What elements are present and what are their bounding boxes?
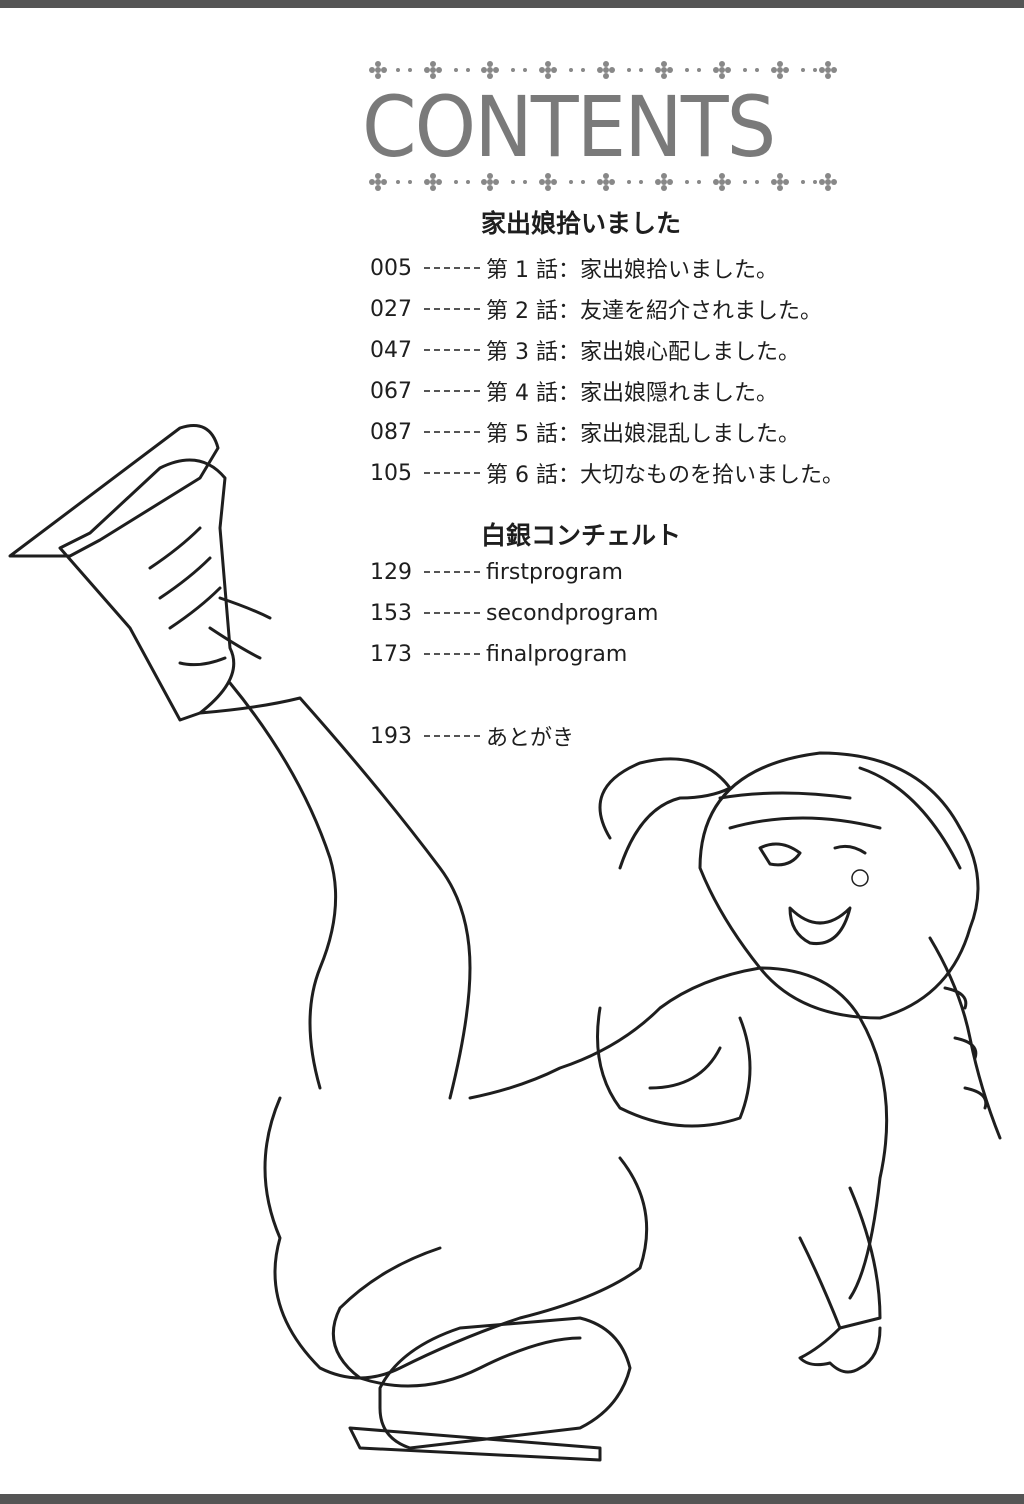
toc-entry-title: firstprogram	[486, 559, 623, 585]
toc-entry[interactable]: 005 第 1 話：家出娘拾いました。	[370, 252, 778, 284]
section-heading-1: 家出娘拾いました	[481, 209, 682, 238]
section-heading-2: 白銀コンチェルト	[481, 521, 682, 550]
toc-entry-title: 第 2 話：友達を紹介されました。	[486, 299, 822, 324]
toc-entry[interactable]: 153 secondprogram	[370, 597, 658, 629]
toc-leader	[424, 390, 480, 392]
upper-skate-blade	[8, 424, 220, 558]
eye-open	[758, 842, 802, 867]
raised-leg	[198, 696, 472, 1100]
hand	[798, 1326, 882, 1374]
toc-page-number: 067	[370, 378, 412, 404]
top-frame-bar	[0, 0, 1024, 8]
toc-leader	[424, 267, 480, 269]
toc-entry[interactable]: 087 第 5 話：家出娘混乱しました。	[370, 416, 800, 448]
toc-page-number: 153	[370, 600, 412, 626]
torso	[468, 966, 889, 1300]
toc-entry-title: 第 3 話：家出娘心配しました。	[486, 340, 800, 365]
ornament-row-bottom	[369, 173, 837, 191]
toc-page-number: 087	[370, 419, 412, 445]
toc-leader	[424, 308, 480, 310]
eye-wink	[833, 844, 867, 855]
toc-entry[interactable]: 027 第 2 話：友達を紹介されました。	[370, 293, 822, 325]
skirt	[263, 1096, 649, 1380]
toc-entry-title: 第 1 話：家出娘拾いました。	[486, 258, 778, 283]
toc-leader	[424, 612, 480, 614]
bottom-frame-bar	[0, 1494, 1024, 1504]
toc-entry[interactable]: 129 firstprogram	[370, 556, 623, 588]
toc-page-number: 173	[370, 641, 412, 667]
toc-leader	[424, 735, 480, 737]
toc-entry-afterword[interactable]: 193 あとがき	[370, 720, 574, 752]
toc-leader	[424, 431, 480, 433]
toc-page-number: 105	[370, 460, 412, 486]
ornament-row-top	[369, 61, 837, 79]
toc-entry-title: 第 4 話：家出娘隠れました。	[486, 381, 778, 406]
toc-leader	[424, 472, 480, 474]
toc-leader	[424, 349, 480, 351]
toc-page-number: 193	[370, 723, 412, 749]
toc-entry-title: 第 6 話：大切なものを拾いました。	[486, 463, 844, 488]
toc-entry[interactable]: 067 第 4 話：家出娘隠れました。	[370, 375, 778, 407]
toc-leader	[424, 653, 480, 655]
toc-entry[interactable]: 173 finalprogram	[370, 638, 627, 670]
page-title-text: CONTENTS	[362, 82, 776, 172]
upper-skate-boot	[58, 458, 236, 722]
toc-entry-title: secondprogram	[486, 600, 659, 626]
toc-page-number: 047	[370, 337, 412, 363]
toc-page-number: 027	[370, 296, 412, 322]
head	[698, 751, 980, 1020]
raised-arm	[598, 757, 732, 870]
contents-page: CONTENTS 家出娘拾いました 005 第 1 話：家出娘拾いまし	[0, 8, 1024, 1494]
toc-leader	[424, 571, 480, 573]
arm	[798, 1186, 882, 1330]
braid	[928, 936, 1002, 1140]
skater-girl-illustration	[8, 424, 1002, 1462]
lower-leg	[331, 1246, 582, 1388]
toc-entry[interactable]: 047 第 3 話：家出娘心配しました。	[370, 334, 800, 366]
clover-diamond-ornament-icon	[369, 61, 387, 79]
lower-skate-blade	[348, 1426, 602, 1462]
mouth	[788, 906, 852, 946]
toc-entry[interactable]: 105 第 6 話：大切なものを拾いました。	[370, 457, 844, 489]
toc-page-number: 005	[370, 255, 412, 281]
page-title: CONTENTS	[362, 82, 842, 172]
toc-entry-title: 第 5 話：家出娘混乱しました。	[486, 422, 800, 447]
lower-skate-boot	[378, 1316, 632, 1450]
toc-page-number: 129	[370, 559, 412, 585]
toc-entry-title: あとがき	[486, 726, 575, 751]
toc-entry-title: finalprogram	[486, 641, 628, 667]
